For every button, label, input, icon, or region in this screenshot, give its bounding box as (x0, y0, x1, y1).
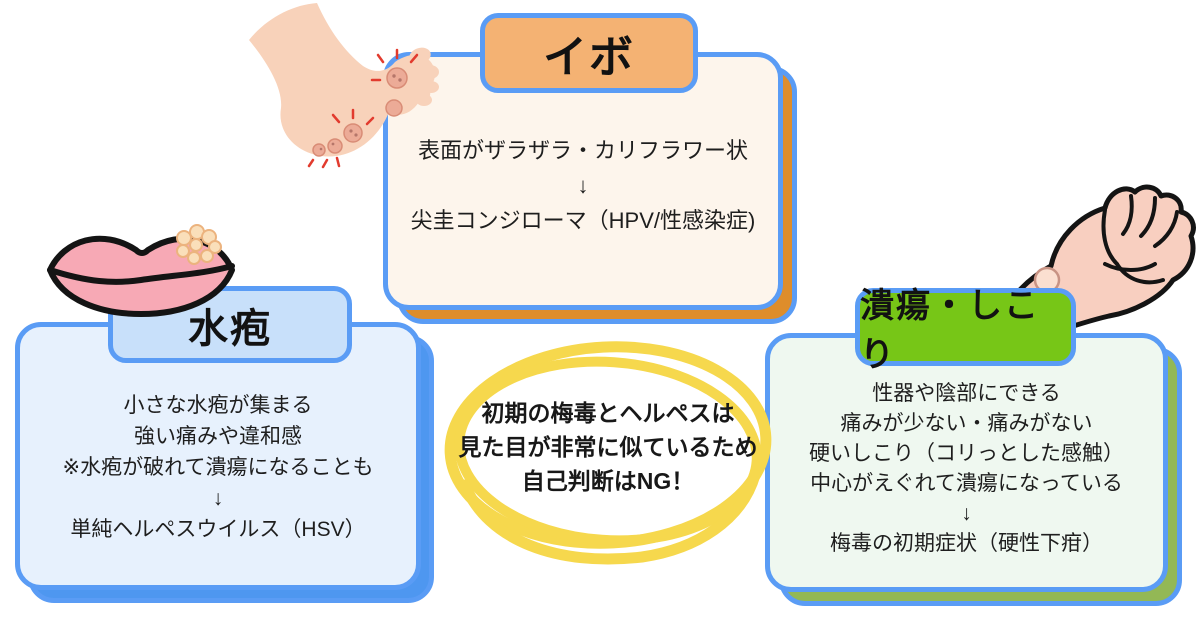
warning-line: 自己判断はNG！ (521, 468, 695, 494)
ulcer-card-title: 潰瘍・しこり (855, 287, 1076, 374)
blister-symptom-line: 小さな水疱が集まる (123, 394, 313, 417)
ulcer-symptom-line: 硬いしこり（コリっとした感触） (809, 442, 1124, 465)
blister-symptom-line: 強い痛みや違和感 (134, 425, 302, 448)
blister-title-label: 水疱 (188, 306, 272, 351)
down-arrow-glyph: ↓ (577, 173, 589, 198)
ulcer-symptom-line: 性器や陰部にできる (872, 382, 1061, 405)
foot-warts-icon (249, 3, 439, 169)
ulcer-diagnosis-line: 梅毒の初期症状（硬性下疳） (830, 532, 1103, 555)
ulcer-card-body: 性器や陰部にできる 痛みが少ない・痛みがない 硬いしこり（コリっとした感触） 中… (765, 379, 1168, 559)
down-arrow-glyph: ↓ (212, 487, 224, 510)
warning-note: 初期の梅毒とヘルペスは 見た目が非常に似ているため 自己判断はNG！ (447, 396, 769, 498)
wart-card-body: 表面がザラザラ・カリフラワー状 ↓ 尖圭コンジローマ（HPV/性感染症) (383, 133, 783, 238)
wart-title-label: イボ (543, 33, 635, 82)
blister-diagnosis-line: 単純ヘルペスウイルス（HSV） (70, 518, 366, 541)
warning-line: 見た目が非常に似ているため (458, 434, 758, 460)
hand-drawn-circle-icon (444, 341, 772, 565)
wart-diagnosis-line: 尖圭コンジローマ（HPV/性感染症) (410, 208, 756, 233)
warning-line: 初期の梅毒とヘルペスは (481, 400, 735, 426)
blister-note-line: ※水疱が破れて潰瘍になることも (62, 456, 374, 479)
ulcer-symptom-line: 中心がえぐれて潰瘍になっている (810, 472, 1123, 495)
ulcer-symptom-line: 痛みが少ない・痛みがない (840, 412, 1093, 435)
lips-blister-icon (47, 224, 235, 317)
down-arrow-glyph: ↓ (961, 502, 972, 525)
ulcer-title-label: 潰瘍・しこり (860, 287, 1040, 374)
blister-card-body: 小さな水疱が集まる 強い痛みや違和感 ※水疱が破れて潰瘍になることも ↓ 単純ヘ… (15, 390, 421, 545)
blister-card (15, 322, 421, 590)
wart-card-title: イボ (480, 13, 698, 93)
wart-symptom-line: 表面がザラザラ・カリフラワー状 (417, 138, 748, 163)
